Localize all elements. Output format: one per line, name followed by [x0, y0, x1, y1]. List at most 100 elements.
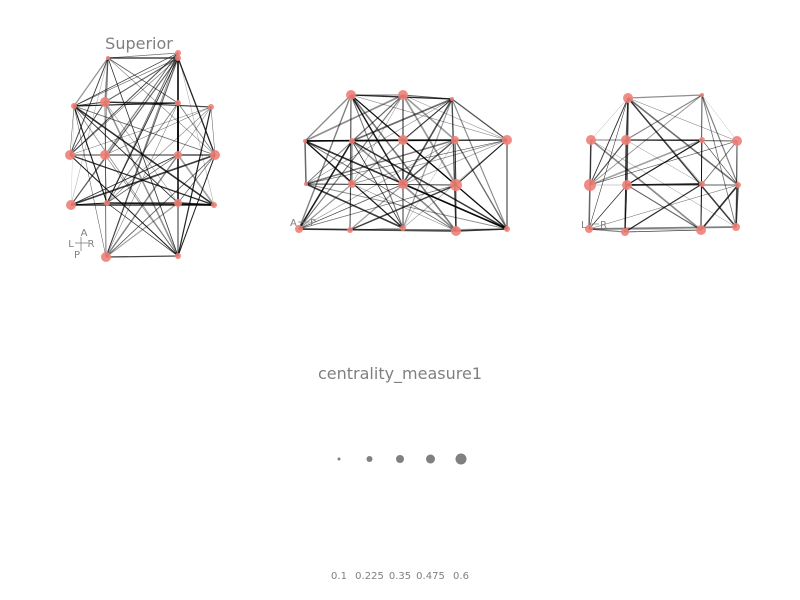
- orient-left-label: L: [68, 239, 74, 250]
- edge: [351, 94, 404, 185]
- edge: [105, 255, 179, 258]
- panel-title-superior: Superior: [105, 34, 173, 53]
- orientation-label-posterior: L R: [581, 220, 607, 231]
- edges-lateral: [298, 94, 508, 232]
- panel-superior: Superior A L R P: [65, 34, 220, 262]
- edge: [105, 202, 179, 258]
- edge: [69, 57, 109, 156]
- node: [175, 100, 181, 106]
- edge: [402, 139, 457, 186]
- orient-anterior-label: A: [81, 228, 88, 239]
- edge: [351, 94, 404, 142]
- edge: [589, 97, 629, 186]
- node: [174, 151, 182, 159]
- edge: [624, 184, 628, 233]
- edge: [451, 98, 508, 141]
- edge: [70, 57, 109, 206]
- legend-marker: [426, 454, 435, 464]
- edge: [701, 94, 739, 186]
- node: [100, 150, 110, 160]
- edge: [210, 106, 216, 156]
- edge: [627, 97, 737, 228]
- orient-posterior-r-label: R: [600, 220, 607, 231]
- edge: [177, 102, 216, 156]
- node: [504, 226, 510, 232]
- node: [348, 180, 356, 188]
- edge: [349, 184, 457, 231]
- edge: [588, 226, 737, 230]
- nodes-superior: [65, 50, 220, 262]
- edge: [305, 98, 453, 185]
- edge: [69, 57, 179, 156]
- edge: [104, 101, 179, 204]
- edge: [107, 57, 179, 257]
- node: [346, 90, 356, 100]
- node: [735, 182, 741, 188]
- edge: [454, 139, 508, 230]
- edge: [454, 139, 457, 186]
- edge: [104, 154, 108, 204]
- edge: [304, 140, 307, 185]
- node: [66, 200, 76, 210]
- orient-posterior-label: P: [74, 250, 80, 261]
- edge: [177, 106, 212, 156]
- edge: [350, 94, 404, 185]
- edge: [700, 183, 703, 231]
- legend-marker: [366, 456, 373, 462]
- edge: [351, 98, 453, 142]
- node: [696, 225, 706, 235]
- orient-posterior-l-label: L: [581, 220, 587, 231]
- node: [104, 200, 110, 206]
- edge: [104, 57, 109, 103]
- edge: [350, 94, 404, 229]
- node: [586, 135, 596, 145]
- edge: [402, 183, 457, 232]
- edge: [627, 97, 739, 186]
- node: [349, 138, 355, 144]
- node: [347, 227, 353, 233]
- node: [502, 135, 512, 145]
- node: [623, 93, 633, 103]
- edge: [402, 98, 453, 229]
- node: [304, 182, 308, 186]
- node: [211, 202, 217, 208]
- node: [732, 136, 742, 146]
- edge: [624, 229, 702, 233]
- edge: [304, 94, 404, 142]
- node: [451, 226, 461, 236]
- node: [65, 150, 75, 160]
- node: [106, 56, 110, 60]
- edge: [588, 184, 628, 230]
- node: [398, 135, 408, 145]
- edge: [625, 94, 703, 141]
- panel-lateral: A P: [290, 90, 512, 236]
- edge: [298, 140, 353, 230]
- edge: [298, 94, 352, 230]
- node: [450, 97, 454, 101]
- edge: [70, 154, 179, 206]
- edge: [305, 140, 353, 185]
- edge: [305, 139, 508, 185]
- edge: [73, 102, 179, 107]
- legend-marker: [396, 455, 404, 463]
- legend-marker: [455, 453, 467, 465]
- orient-right-label: R: [88, 239, 95, 250]
- edge: [700, 184, 739, 231]
- edge: [589, 140, 738, 186]
- node: [584, 179, 596, 191]
- edge: [69, 101, 106, 156]
- edge: [105, 154, 179, 258]
- edge: [402, 139, 456, 229]
- legend-tick-label: 0.225: [355, 571, 384, 582]
- edge: [70, 154, 216, 206]
- edge: [590, 139, 737, 228]
- edge: [305, 183, 457, 186]
- node: [210, 150, 220, 160]
- edge: [73, 52, 179, 107]
- edge: [624, 183, 703, 233]
- edge: [625, 139, 738, 142]
- edge: [402, 94, 508, 141]
